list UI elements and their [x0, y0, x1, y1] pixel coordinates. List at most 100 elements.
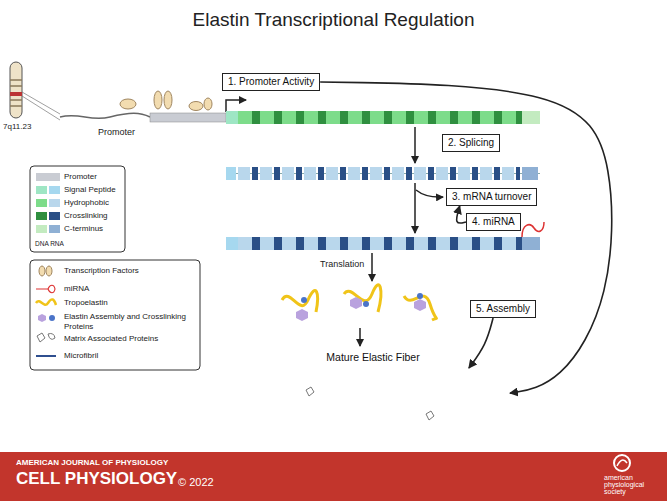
- bar-segment: [238, 167, 250, 180]
- tropoelastin-molecules: [282, 285, 436, 321]
- bar-segment: [348, 237, 362, 250]
- matrix-protein: [306, 387, 314, 396]
- bar-segment: [436, 237, 450, 250]
- legend-swatch-rna: [49, 199, 60, 207]
- node-label: 1. Promoter Activity: [228, 76, 314, 87]
- flow-connector: [469, 318, 493, 368]
- bar-segment: [428, 111, 436, 124]
- bar-segment: [436, 167, 448, 180]
- bar-segment: [450, 237, 458, 250]
- bar-segment: [472, 237, 480, 250]
- bar-segment: [326, 167, 338, 180]
- bar-segment: [516, 111, 522, 124]
- bar-segment: [340, 167, 346, 180]
- bar-segment: [226, 111, 238, 124]
- legend-frame: [30, 260, 200, 370]
- transcription-factors: [120, 91, 212, 111]
- bar-segment: [494, 237, 502, 250]
- legend-swatch: [36, 212, 47, 220]
- bar-segment: [516, 167, 520, 180]
- legend-swatch-rna: [49, 186, 60, 194]
- bar-segment: [494, 111, 502, 124]
- step-box: 5. Assembly: [470, 300, 536, 318]
- node-label: 3. mRNA turnover: [452, 191, 531, 202]
- bar-segment: [340, 111, 348, 124]
- legend-label: Promoter: [64, 172, 122, 182]
- legend-swatch-rna: [49, 225, 60, 233]
- bar-segment: [326, 111, 340, 124]
- legend-samples: [36, 266, 56, 356]
- legend-swatch: [36, 225, 47, 233]
- bar-segment: [472, 111, 480, 124]
- pre-mrna: [226, 167, 540, 180]
- node-label: 2. Splicing: [448, 137, 494, 148]
- legend-swatch-rna: [49, 212, 60, 220]
- bar-segment: [304, 111, 318, 124]
- annotation-label: Promoter: [98, 128, 135, 138]
- footer-text: american physiological society: [604, 474, 656, 495]
- bar-segment: [436, 111, 450, 124]
- bar-segment: [318, 167, 324, 180]
- chromosome: [10, 62, 60, 120]
- legend-label: Microfibril: [64, 351, 192, 361]
- annotation-label: 7q11.23: [3, 123, 31, 132]
- step-box: 1. Promoter Activity: [222, 73, 320, 91]
- footer-text: CELL PHYSIOLOGY: [16, 470, 177, 489]
- bar-segment: [414, 111, 428, 124]
- bar-segment: [472, 167, 478, 180]
- bar-segment: [516, 237, 522, 250]
- legend-label: Signal Peptide: [64, 185, 122, 195]
- legend-label: Crosslinking: [64, 211, 122, 221]
- bar-segment: [274, 111, 282, 124]
- bar-segment: [340, 237, 348, 250]
- bar-segment: [362, 237, 370, 250]
- footer-text: © 2022: [178, 476, 214, 488]
- bar-segment: [392, 237, 406, 250]
- elastic-fiber: Mature Elastic Fiber: [236, 368, 510, 440]
- bar-segment: [260, 167, 272, 180]
- bar-segment: [296, 111, 304, 124]
- bar-segment: [226, 167, 236, 180]
- step-box: 3. mRNA turnover: [446, 188, 537, 206]
- flow-arrows: [360, 127, 443, 346]
- bar-segment: [274, 167, 280, 180]
- bar-segment: [406, 111, 414, 124]
- annotation-label: DNA RNA: [35, 240, 64, 247]
- bar-segment: [362, 111, 370, 124]
- bar-segment: [362, 167, 368, 180]
- legend-frame: [30, 166, 125, 252]
- bar-segment: [348, 167, 360, 180]
- bar-segment: [304, 237, 318, 250]
- node-label: 4. miRNA: [472, 216, 515, 227]
- bar-segment: [370, 237, 384, 250]
- matrix-protein: [426, 411, 434, 420]
- bar-segment: [260, 111, 274, 124]
- bar-segment: [326, 237, 340, 250]
- bar-segment: [522, 167, 538, 180]
- intron-line: [226, 173, 540, 174]
- node-label: 5. Assembly: [476, 303, 530, 314]
- bar-segment: [522, 237, 540, 250]
- bar-segment: [428, 167, 434, 180]
- legend-swatch: [36, 199, 47, 207]
- legend-label: C-terminus: [64, 224, 122, 234]
- bar-segment: [406, 167, 412, 180]
- bar-segment: [318, 237, 326, 250]
- bar-segment: [274, 237, 282, 250]
- bar-segment: [238, 111, 252, 124]
- bar-segment: [304, 167, 316, 180]
- society-logo: [614, 455, 630, 471]
- bar-segment: [502, 237, 516, 250]
- bar-segment: [502, 167, 514, 180]
- annotation-label: Translation: [320, 260, 364, 270]
- flow-connector: [457, 206, 466, 223]
- footer-text: AMERICAN JOURNAL OF PHYSIOLOGY: [16, 459, 168, 468]
- bar-segment: [226, 237, 238, 250]
- legend-label: miRNA: [64, 284, 192, 294]
- bar-segment: [348, 111, 362, 124]
- legend-swatch: [36, 173, 60, 181]
- bar-segment: [480, 237, 494, 250]
